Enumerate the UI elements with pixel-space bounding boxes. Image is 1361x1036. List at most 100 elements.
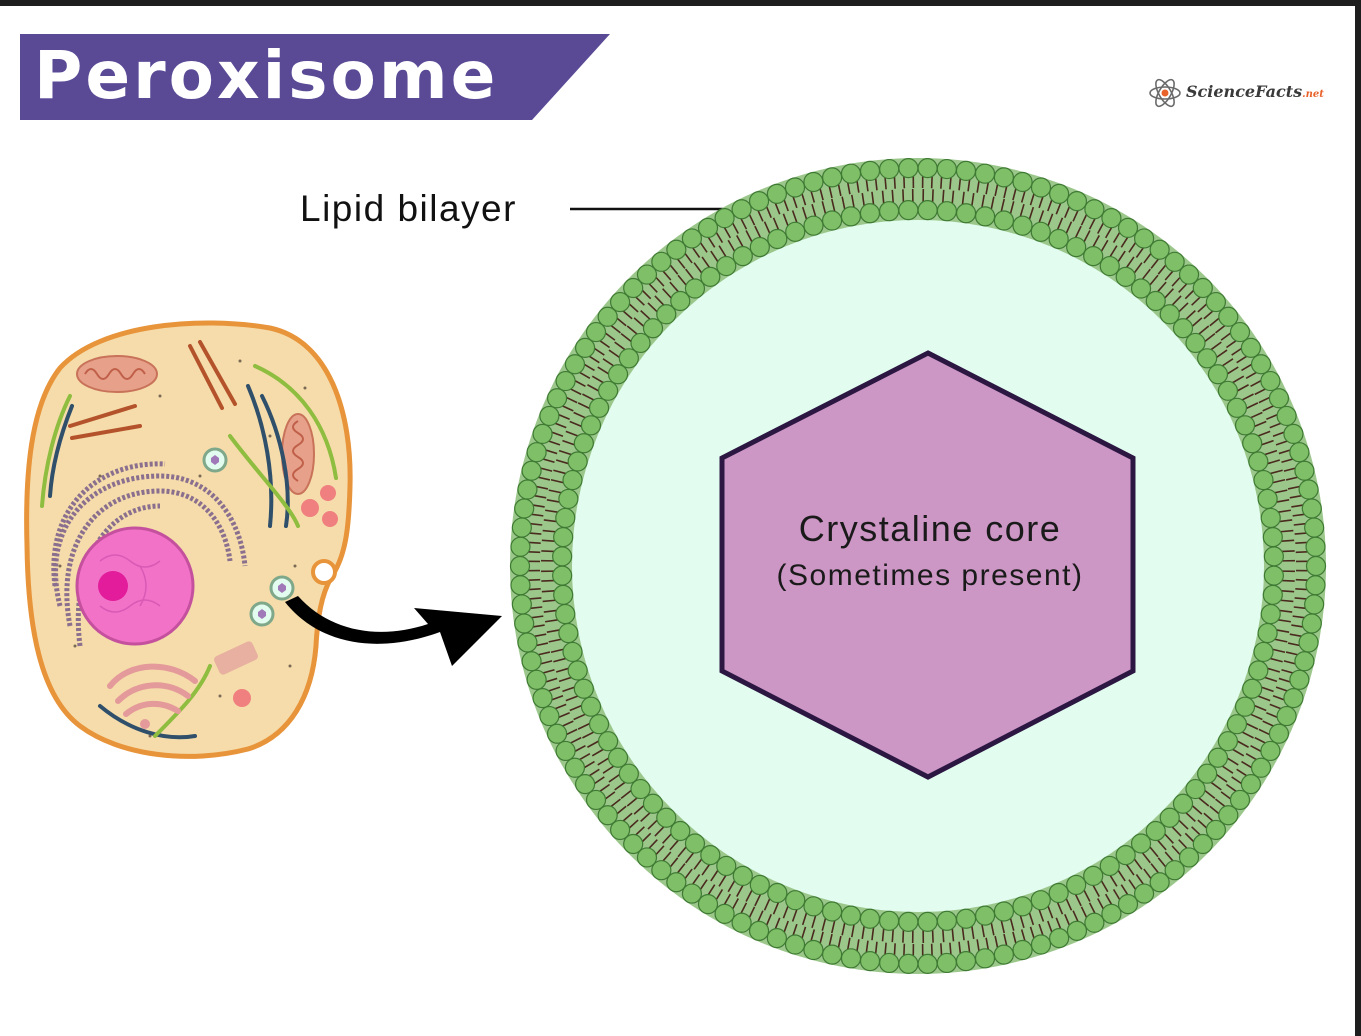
- phospholipid-head: [562, 469, 583, 491]
- phospholipid-head: [974, 163, 996, 184]
- phospholipid-head: [588, 714, 610, 735]
- phospholipid-head: [732, 865, 753, 886]
- phospholipid-head: [1260, 740, 1281, 762]
- phospholipid-head: [917, 158, 938, 179]
- phospholipid-head: [898, 200, 919, 221]
- phospholipid-head: [731, 199, 752, 220]
- phospholipid-head: [1030, 890, 1051, 911]
- phospholipid-head: [1304, 594, 1325, 615]
- phospholipid-head: [1083, 246, 1104, 267]
- lipid-tails: [528, 176, 1308, 956]
- phospholipid-head: [859, 203, 881, 224]
- phospholipid-head: [1030, 177, 1052, 198]
- phospholipid-head: [562, 641, 583, 663]
- phospholipid-head: [588, 397, 610, 418]
- phospholipid-head: [1012, 215, 1033, 236]
- phospholipid-head: [609, 819, 631, 841]
- phospholipid-head: [609, 291, 631, 313]
- phospholipid-head: [1099, 255, 1120, 277]
- page-title: Peroxisome: [34, 37, 499, 114]
- phospholipid-head: [546, 723, 568, 744]
- phospholipid-head: [1159, 807, 1180, 828]
- phospholipid-head: [564, 757, 586, 778]
- phospholipid-head: [585, 789, 607, 811]
- phospholipid-head: [607, 747, 629, 768]
- phospholipid-head: [1066, 874, 1087, 896]
- phospholipid-head: [898, 911, 919, 932]
- phospholipid-head: [1117, 217, 1139, 239]
- phospholipid-head: [1117, 893, 1139, 915]
- phospholipid-head: [1049, 183, 1070, 204]
- phospholipid-head: [840, 163, 862, 184]
- phospholipid-head: [1283, 687, 1304, 709]
- phospholipid-head: [526, 669, 547, 690]
- phospholipid-head: [1012, 896, 1033, 917]
- phospholipid-head: [532, 423, 553, 445]
- crystalline-core: [719, 350, 1136, 780]
- phospholipid-head: [1294, 460, 1315, 481]
- phospholipid-head: [510, 536, 531, 557]
- phospholipid-head: [1048, 882, 1069, 904]
- phospholipid-head: [558, 488, 579, 510]
- phospholipid-head: [1030, 221, 1051, 242]
- phospholipid-head: [1257, 622, 1278, 644]
- peroxisome-small: [202, 447, 295, 627]
- phospholipid-head: [1084, 912, 1105, 933]
- phospholipid-head: [555, 507, 576, 529]
- phospholipid-head: [700, 845, 721, 866]
- phospholipid-head: [521, 460, 542, 481]
- phospholipid-head: [526, 442, 547, 463]
- phospholipid-head: [1149, 239, 1170, 260]
- phospholipid-head: [974, 206, 996, 227]
- diagram: [24, 158, 1327, 974]
- phospholipid-head: [1294, 651, 1315, 672]
- phospholipid-head: [879, 952, 900, 974]
- cell-notch: [311, 559, 337, 585]
- phospholipid-head: [532, 687, 553, 709]
- phospholipid-head: [1260, 370, 1281, 392]
- phospholipid-head: [1298, 479, 1319, 500]
- phospholipid-head: [1159, 304, 1180, 325]
- phospholipid-head: [1248, 660, 1269, 681]
- phospholipid-head: [1240, 337, 1262, 358]
- phospholipid-head: [993, 901, 1015, 922]
- phospholipid-head: [748, 920, 770, 941]
- phospholipid-head: [580, 696, 602, 717]
- phospholipid-head: [642, 793, 664, 814]
- phospholipid-head: [1289, 669, 1310, 690]
- phospholipid-head: [642, 318, 664, 339]
- crystalline-core-note: (Sometimes present): [776, 559, 1084, 592]
- lipid-bilayer-label: Lipid bilayer: [300, 188, 517, 229]
- phospholipid-head: [1192, 833, 1213, 855]
- phospholipid-head: [553, 584, 574, 605]
- nucleus: [75, 526, 195, 646]
- phospholipid-head: [539, 705, 560, 727]
- inner-phospholipid-heads: [552, 200, 1284, 932]
- phospholipid-head: [898, 953, 919, 974]
- phospholipid-head: [1164, 251, 1185, 272]
- phospholipid-head: [567, 660, 588, 681]
- phospholipid-head: [697, 893, 719, 915]
- phospholipid-head: [580, 415, 602, 436]
- phospholipid-head: [552, 565, 573, 586]
- phospholipid-head: [1048, 228, 1069, 250]
- phospholipid-head: [1172, 318, 1194, 339]
- phospholipid-head: [936, 910, 957, 931]
- phospholipid-head: [1276, 405, 1297, 427]
- phospholipid-head: [748, 191, 770, 212]
- phospholipid-head: [1207, 747, 1229, 768]
- phospholipid-head: [1248, 451, 1269, 472]
- phospholipid-head: [840, 948, 862, 969]
- nucleolus: [98, 571, 128, 601]
- phospholipid-head: [1115, 845, 1136, 866]
- phospholipid-head: [666, 872, 687, 893]
- phospholipid-head: [821, 901, 843, 922]
- phospholipid-head: [803, 896, 824, 917]
- phospholipid-head: [1084, 199, 1105, 220]
- phospholipid-head: [1101, 208, 1122, 229]
- phospholipid-head: [552, 546, 573, 567]
- phospholipid-head: [822, 167, 843, 188]
- phospholipid-head: [684, 833, 706, 854]
- phospholipid-head: [1242, 678, 1263, 699]
- phospholipid-head: [749, 236, 770, 258]
